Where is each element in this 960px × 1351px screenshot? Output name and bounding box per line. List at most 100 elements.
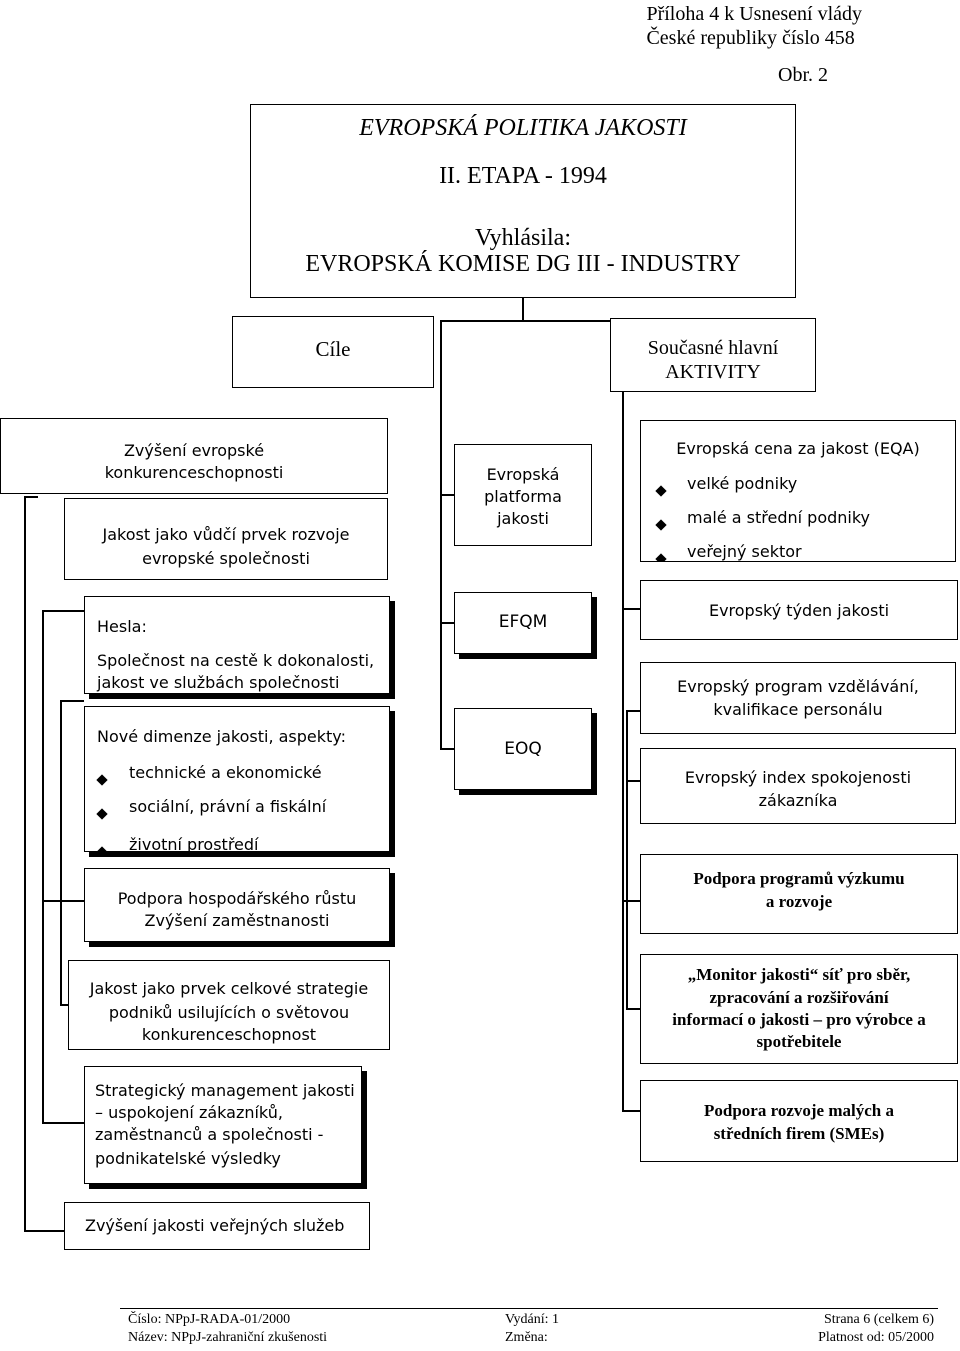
platform-line1: Evropská <box>486 465 560 484</box>
quality-week-label: Evropský týden jakosti <box>708 601 890 620</box>
slogans-line2: jakost ve službách společnosti <box>97 673 340 692</box>
quality-monitor-box: „Monitor jakosti“ síť pro sběr, zpracová… <box>640 954 958 1064</box>
goals-box: Cíle <box>232 316 434 388</box>
connector <box>60 1004 68 1006</box>
strategy-box: Jakost jako prvek celkové strategie podn… <box>68 960 390 1050</box>
quality-week-box: Evropský týden jakosti <box>640 580 958 640</box>
header-annex: Příloha 4 k Usnesení vlády České republi… <box>646 2 862 50</box>
dimension-item: sociální, právní a fiskální <box>129 797 327 816</box>
footer-title: Název: NPpJ-zahraniční zkušenosti <box>128 1330 328 1345</box>
index-line1: Evropský index spokojenosti <box>684 768 912 787</box>
monitor-line4: spotřebitele <box>756 1032 842 1051</box>
footer-page: Strana 6 (celkem 6) <box>823 1312 934 1327</box>
management-line4: podnikatelské výsledky <box>95 1149 281 1168</box>
education-program-box: Evropský program vzdělávání, kvalifikace… <box>640 662 956 734</box>
slogans-line1: Společnost na cestě k dokonalosti, <box>97 651 375 670</box>
dimension-item: životní prostředí <box>129 835 259 852</box>
header-line2: České republiky číslo 458 <box>646 27 855 49</box>
platform-line3: jakosti <box>497 509 549 528</box>
bullet-diamond-icon <box>96 769 108 788</box>
bullet-diamond-icon <box>96 803 108 822</box>
bullet-diamond-icon <box>655 480 667 499</box>
activities-line2: AKTIVITY <box>665 361 761 383</box>
connector <box>42 610 84 612</box>
slogans-box: Hesla: Společnost na cestě k dokonalosti… <box>84 596 390 694</box>
eqa-title: Evropská cena za jakost (EQA) <box>676 439 920 458</box>
title-commission: EVROPSKÁ KOMISE DG III - INDUSTRY <box>305 251 741 277</box>
monitor-line2: zpracování a rozšiřování <box>709 988 889 1007</box>
connector <box>626 710 640 712</box>
connector <box>24 496 26 1232</box>
efqm-box: EFQM <box>454 592 592 654</box>
research-box: Podpora programů výzkumu a rozvoje <box>640 854 958 934</box>
competitiveness-box: Zvýšení evropské konkurenceschopnosti <box>0 418 388 494</box>
slogans-label: Hesla: <box>97 617 147 636</box>
public-services-label: Zvýšení jakosti veřejných služeb <box>85 1216 345 1235</box>
management-line1: Strategický management jakosti <box>95 1081 355 1100</box>
platform-box: Evropská platforma jakosti <box>454 444 592 546</box>
connector <box>622 1110 640 1112</box>
footer-validity: Platnost od: 05/2000 <box>818 1330 934 1345</box>
smes-line2: středních firem (SMEs) <box>713 1124 885 1143</box>
growth-line2: Zvýšení zaměstnanosti <box>144 911 330 930</box>
connector <box>622 608 640 610</box>
connector <box>622 392 624 1112</box>
title-main: EVROPSKÁ POLITIKA JAKOSTI <box>359 115 687 141</box>
strategy-line2: podniků usilujících o světovou <box>108 1003 350 1022</box>
connector <box>440 622 454 624</box>
activities-line1: Současné hlavní <box>647 337 779 359</box>
connector <box>622 900 640 902</box>
eqa-item: veřejný sektor <box>687 542 802 561</box>
education-line2: kvalifikace personálu <box>713 700 883 719</box>
connector <box>440 748 454 750</box>
eoq-label: EOQ <box>504 739 542 759</box>
title-box: EVROPSKÁ POLITIKA JAKOSTI II. ETAPA - 19… <box>250 104 796 298</box>
management-box: Strategický management jakosti – uspokoj… <box>84 1066 362 1184</box>
goals-label: Cíle <box>315 337 351 361</box>
connector <box>42 1122 84 1124</box>
monitor-line3: informací o jakosti – pro výrobce a <box>672 1010 926 1029</box>
management-line2: – uspokojení zákazníků, <box>95 1103 283 1122</box>
monitor-line1: „Monitor jakosti“ síť pro sběr, <box>687 965 911 984</box>
connector <box>42 900 84 902</box>
eqa-item: malé a střední podniky <box>687 508 871 527</box>
bullet-diamond-icon <box>655 548 667 561</box>
connector <box>626 780 640 782</box>
growth-box: Podpora hospodářského růstu Zvýšení zamě… <box>84 868 390 942</box>
growth-line1: Podpora hospodářského růstu <box>117 889 357 908</box>
efqm-label: EFQM <box>498 612 548 632</box>
satisfaction-index-box: Evropský index spokojenosti zákazníka <box>640 748 956 824</box>
footer-edition: Vydání: 1 <box>505 1312 560 1327</box>
eqa-box: Evropská cena za jakost (EQA) velké podn… <box>640 420 956 562</box>
connector <box>440 320 442 750</box>
footer-number: Číslo: NPpJ-RADA-01/2000 <box>128 1312 291 1327</box>
management-line3: zaměstnanců a společnosti - <box>95 1125 324 1144</box>
connector <box>42 610 44 1124</box>
research-line1: Podpora programů výzkumu <box>693 869 905 888</box>
connector <box>440 494 454 496</box>
connector <box>626 710 628 1010</box>
title-stage: II. ETAPA - 1994 <box>439 163 607 189</box>
dimension-item: technické a ekonomické <box>129 763 322 782</box>
footer-change: Změna: <box>505 1330 548 1345</box>
competitiveness-line2: konkurenceschopnosti <box>104 463 284 482</box>
platform-line2: platforma <box>484 487 562 506</box>
connector <box>440 320 624 322</box>
education-line1: Evropský program vzdělávání, <box>677 677 919 696</box>
strategy-line3: konkurenceschopnost <box>141 1025 317 1044</box>
leading-quality-line2: evropské společnosti <box>142 549 310 568</box>
eqa-item: velké podniky <box>687 474 798 493</box>
smes-line1: Podpora rozvoje malých a <box>704 1101 894 1120</box>
dimensions-label: Nové dimenze jakosti, aspekty: <box>97 727 346 746</box>
footer-divider <box>120 1308 938 1309</box>
bullet-diamond-icon <box>96 841 108 851</box>
public-services-box: Zvýšení jakosti veřejných služeb <box>64 1202 370 1250</box>
competitiveness-line1: Zvýšení evropské <box>123 441 265 460</box>
connector <box>522 298 524 322</box>
connector <box>626 1008 640 1010</box>
figure-number: Obr. 2 <box>778 64 828 86</box>
connector <box>24 1230 64 1232</box>
header-line1: Příloha 4 k Usnesení vlády <box>646 3 862 25</box>
smes-box: Podpora rozvoje malých a středních firem… <box>640 1080 958 1162</box>
title-announced: Vyhlásila: <box>475 225 571 251</box>
